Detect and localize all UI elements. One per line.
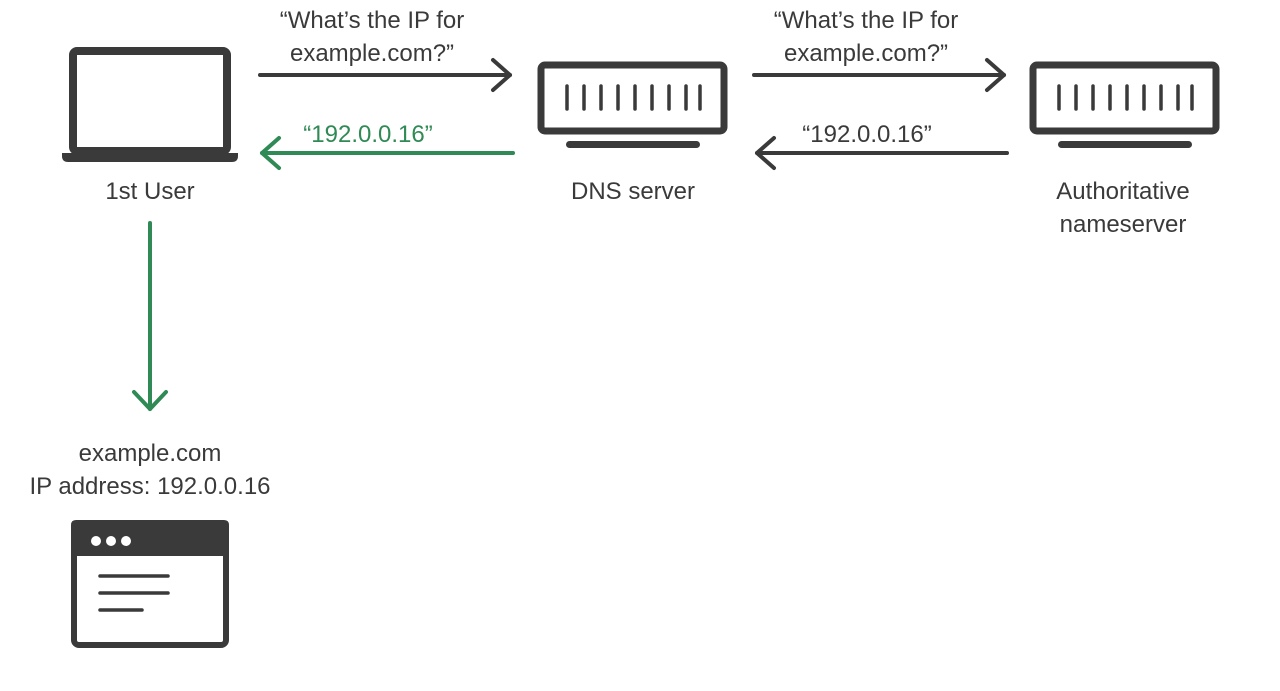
authoritative-nameserver-label: Authoritative nameserver xyxy=(1023,175,1223,241)
dns-server-label-text: DNS server xyxy=(570,178,696,205)
dns-server-label: DNS server xyxy=(533,175,733,208)
authoritative-label-line2: nameserver xyxy=(1059,211,1187,238)
query-to-dns-line1: “What’s the IP for xyxy=(279,7,465,34)
server-bars xyxy=(1057,84,1194,111)
reply-from-auth-message: “192.0.0.16” xyxy=(767,118,967,151)
query-to-dns-line2: example.com?” xyxy=(289,40,455,67)
reply-arrow-auth-to-dns xyxy=(755,136,1009,170)
query-to-dns-message: “What’s the IP for example.com?” xyxy=(247,4,497,70)
result-arrow-down xyxy=(132,221,168,411)
result-ip-address: IP address: 192.0.0.16 xyxy=(29,473,271,500)
reply-to-user-text: “192.0.0.16” xyxy=(303,121,433,148)
reply-from-auth-text: “192.0.0.16” xyxy=(802,121,932,148)
server-icon xyxy=(1029,61,1220,148)
reply-arrow-dns-to-user xyxy=(260,136,515,170)
result-domain: example.com xyxy=(78,440,222,467)
laptop-icon xyxy=(62,47,238,162)
user-label-text: 1st User xyxy=(105,178,195,205)
browser-window-icon xyxy=(71,520,229,648)
text-lines xyxy=(98,574,170,612)
server-bars xyxy=(565,84,702,111)
result-label: example.com IP address: 192.0.0.16 xyxy=(0,437,300,503)
query-arrow-dns-to-auth xyxy=(752,58,1006,92)
query-to-auth-line2: example.com?” xyxy=(783,40,949,67)
query-to-auth-message: “What’s the IP for example.com?” xyxy=(741,4,991,70)
reply-to-user-message: “192.0.0.16” xyxy=(268,118,468,151)
query-to-auth-line1: “What’s the IP for xyxy=(773,7,959,34)
query-arrow-user-to-dns xyxy=(258,58,512,92)
authoritative-label-line1: Authoritative xyxy=(1056,178,1190,205)
user-label: 1st User xyxy=(50,175,250,208)
server-icon xyxy=(537,61,728,148)
